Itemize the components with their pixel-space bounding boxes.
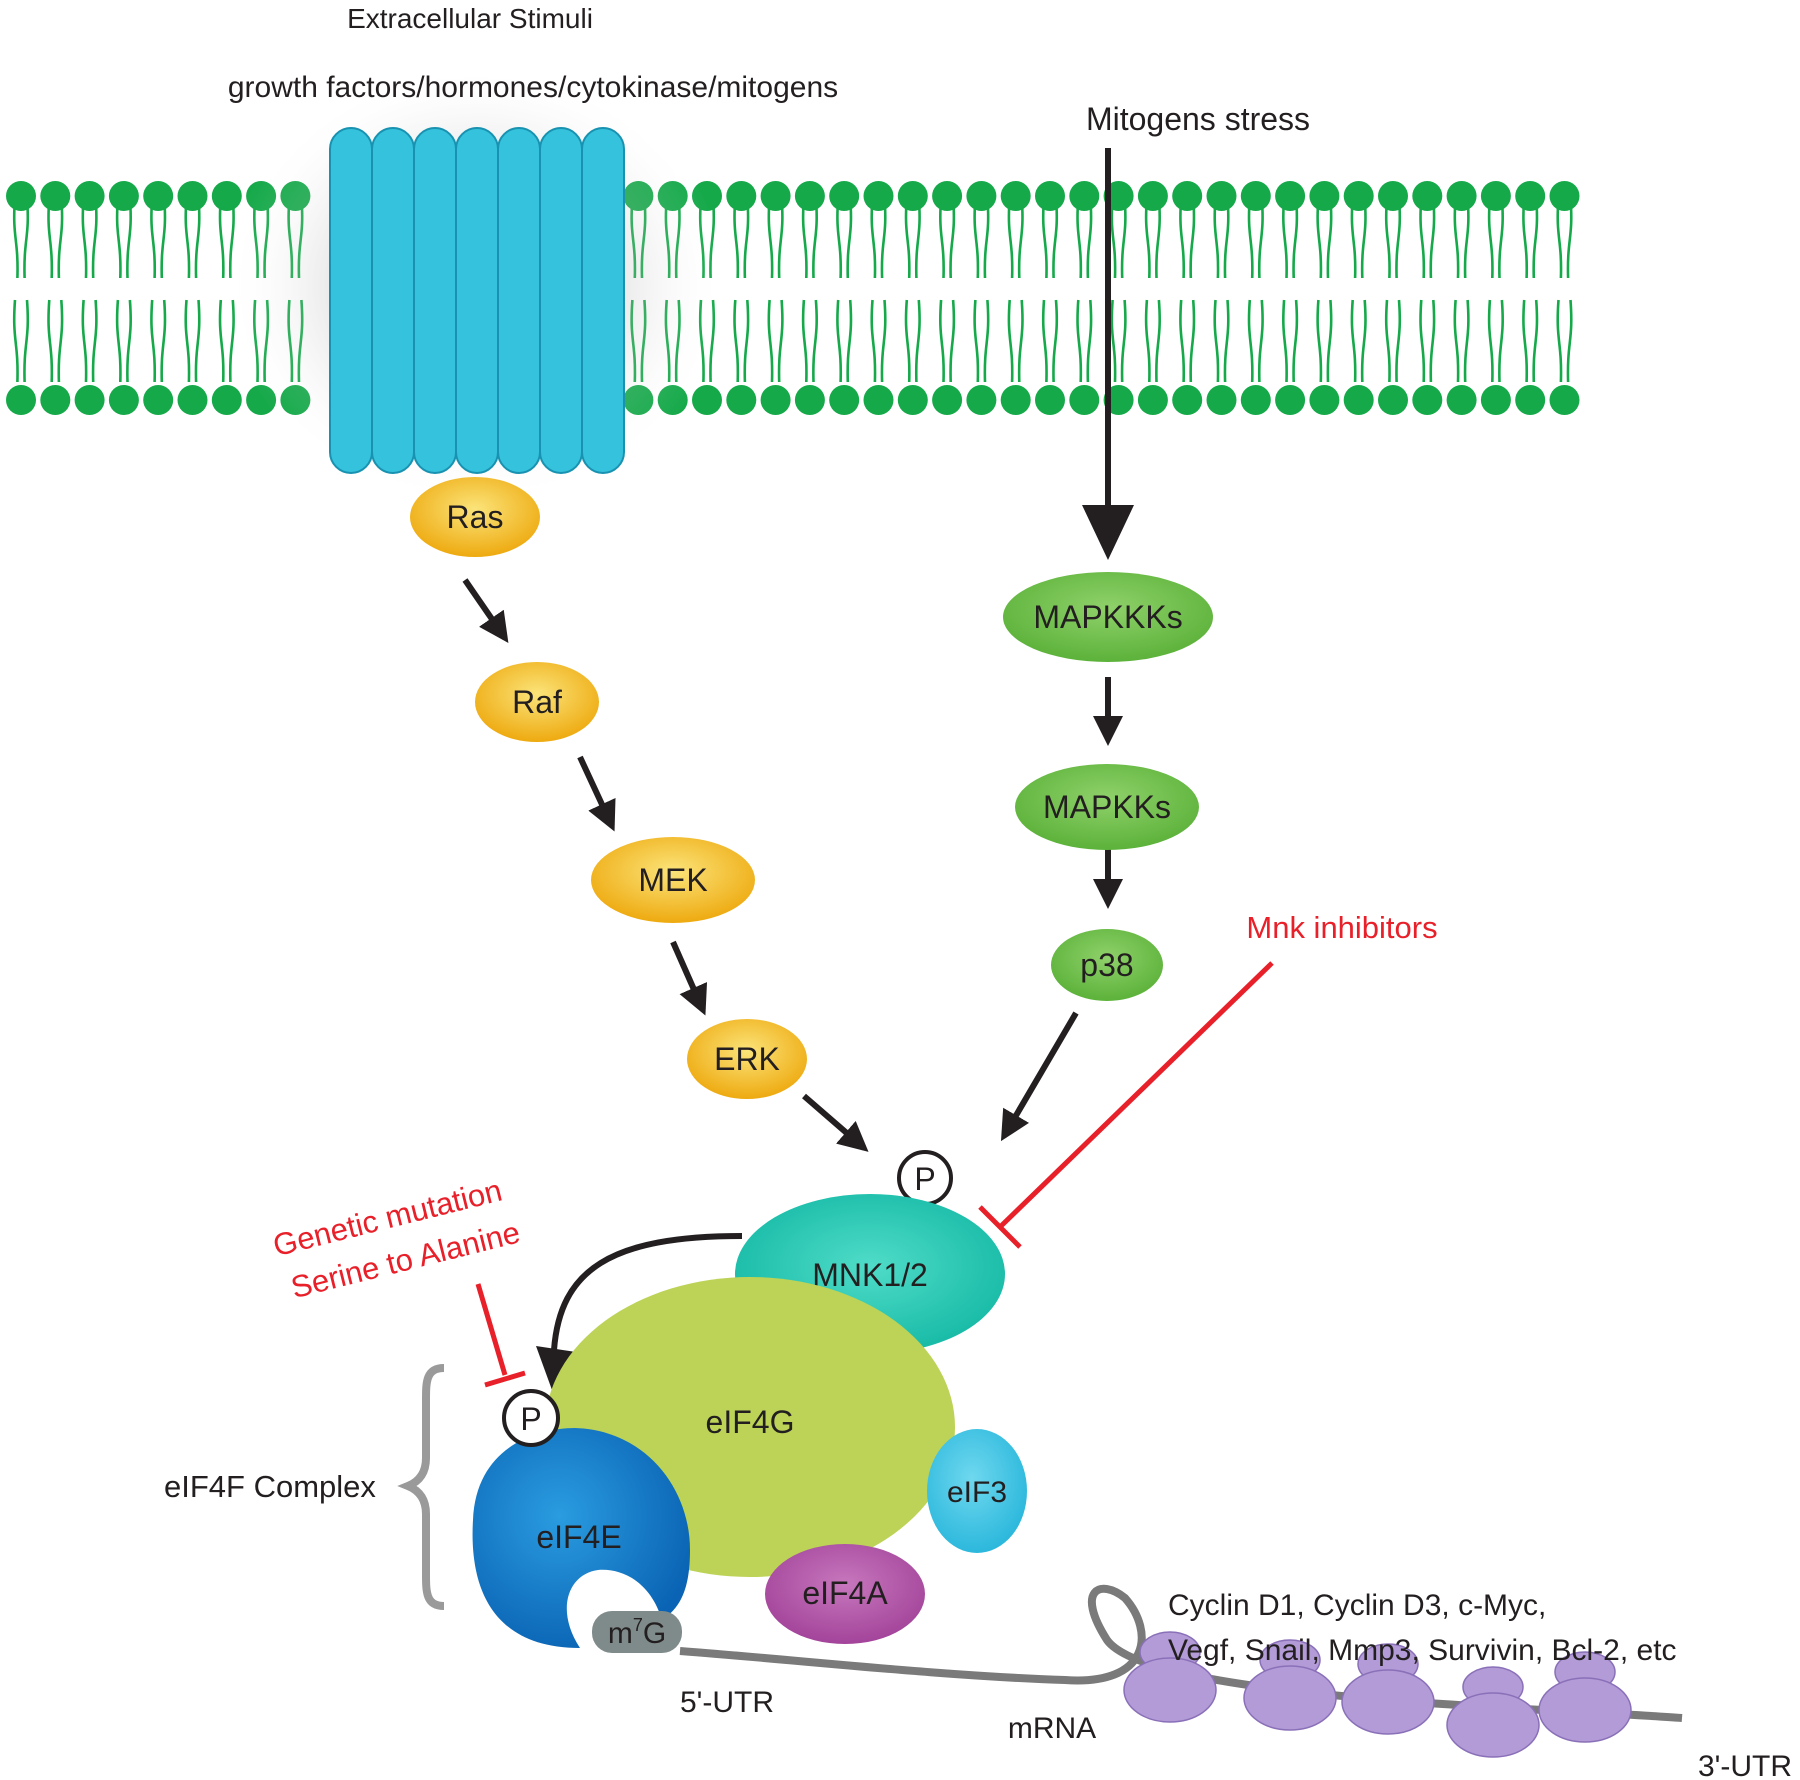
- lipid: [1343, 181, 1374, 415]
- complex-label: eIF4F Complex: [164, 1469, 376, 1504]
- lipid: [829, 181, 860, 415]
- membrane-receptor: [329, 127, 625, 474]
- lipid: [1103, 181, 1134, 415]
- node-ras: Ras: [410, 477, 540, 557]
- node-eif4a: eIF4A: [765, 1544, 925, 1644]
- node-raf: Raf: [475, 662, 599, 742]
- stress-label: Mitogens stress: [1086, 101, 1310, 137]
- cell-membrane: [6, 181, 1580, 415]
- lipid: [1480, 181, 1511, 415]
- lipid: [1412, 181, 1443, 415]
- ribosome: [1243, 1639, 1337, 1731]
- lipid: [177, 181, 208, 415]
- node-mapkks: MAPKKs: [1015, 764, 1199, 850]
- svg-text:Raf: Raf: [512, 684, 562, 720]
- targets-line2: Vegf, Snail, Mmp3, Survivin, Bcl-2, etc: [1168, 1634, 1677, 1667]
- svg-text:MEK: MEK: [638, 862, 707, 898]
- mnk-inhibitors-label: Mnk inhibitors: [1246, 910, 1437, 945]
- svg-text:m7G: m7G: [608, 1615, 666, 1650]
- mnk-to-eif4e-arrowhead: [536, 1346, 576, 1390]
- svg-text:P: P: [520, 1401, 541, 1437]
- lipid: [897, 181, 928, 415]
- receptor-helix: [497, 127, 541, 474]
- mutation-inhibition-line: [475, 1283, 526, 1388]
- svg-text:eIF3: eIF3: [947, 1476, 1007, 1509]
- ribosomes: [1123, 1631, 1632, 1758]
- lipid: [726, 181, 757, 415]
- stress-arrow: [1082, 148, 1134, 560]
- ribosome: [1123, 1631, 1217, 1723]
- ras-pathway-arrows: [462, 578, 869, 1152]
- svg-text:MAPKKs: MAPKKs: [1043, 789, 1171, 825]
- lipid: [1069, 181, 1100, 415]
- lipid: [1378, 181, 1408, 415]
- svg-text:P: P: [914, 1161, 935, 1197]
- lipid: [1515, 181, 1546, 415]
- node-eif3: eIF3: [927, 1429, 1027, 1553]
- stimuli-title: Extracellular Stimuli: [347, 3, 593, 34]
- lipid: [760, 181, 791, 415]
- node-eif4e: eIF4E: [472, 1428, 690, 1648]
- lipid: [863, 181, 894, 415]
- receptor-helix: [455, 127, 499, 474]
- lipid: [1172, 181, 1203, 415]
- lipid: [1035, 181, 1065, 415]
- node-mek: MEK: [591, 837, 755, 923]
- lipid: [1309, 181, 1340, 415]
- lipid: [1206, 181, 1237, 415]
- ribosome: [1538, 1651, 1632, 1743]
- mnk-phospho-badge: P: [897, 1150, 953, 1206]
- svg-text:p38: p38: [1080, 947, 1133, 983]
- lipid: [1446, 181, 1477, 415]
- lipid: [1137, 181, 1168, 415]
- receptor-helix: [329, 127, 373, 474]
- receptor-helix: [371, 127, 415, 474]
- targets-line1: Cyclin D1, Cyclin D3, c-Myc,: [1168, 1589, 1546, 1622]
- svg-text:MAPKKKs: MAPKKKs: [1033, 599, 1182, 635]
- lipid: [74, 181, 105, 415]
- svg-text:eIF4A: eIF4A: [802, 1575, 888, 1611]
- ribosome: [1341, 1643, 1435, 1735]
- m7g-cap: m7G: [592, 1611, 682, 1653]
- complex-bracket: [397, 1364, 445, 1610]
- lipid: [1549, 181, 1580, 415]
- node-p38: p38: [1051, 929, 1163, 1001]
- receptor-helix: [539, 127, 583, 474]
- utr5-label: 5'-UTR: [680, 1686, 774, 1719]
- lipid: [143, 181, 174, 415]
- svg-text:ERK: ERK: [714, 1041, 780, 1077]
- utr3-label: 3'-UTR: [1698, 1750, 1792, 1780]
- lipid: [1275, 181, 1306, 415]
- lipid: [6, 181, 36, 415]
- lipid: [1240, 181, 1271, 415]
- node-mapkkks: MAPKKKs: [1003, 572, 1213, 662]
- svg-text:eIF4G: eIF4G: [706, 1404, 795, 1440]
- lipid: [108, 181, 139, 415]
- ribosome: [1446, 1666, 1540, 1758]
- mnk-to-eif4e-arrow: [551, 1233, 743, 1351]
- svg-text:MNK1/2: MNK1/2: [812, 1257, 928, 1293]
- receptor-helix: [413, 127, 457, 474]
- svg-text:eIF4E: eIF4E: [536, 1519, 621, 1555]
- eif4e-phospho-badge: P: [502, 1389, 560, 1447]
- lipid: [794, 181, 825, 415]
- lipid: [966, 181, 997, 415]
- stimuli-subtitle: growth factors/hormones/cytokinase/mitog…: [228, 71, 838, 104]
- lipid: [932, 181, 963, 415]
- p38-pathway-arrows: [1000, 677, 1123, 1142]
- lipid: [40, 181, 71, 415]
- node-erk: ERK: [687, 1019, 807, 1099]
- svg-text:Ras: Ras: [447, 499, 504, 535]
- mrna-label: mRNA: [1008, 1712, 1096, 1745]
- receptor-helix: [581, 127, 625, 474]
- lipid: [1000, 181, 1031, 415]
- mnk-inhibition-line: [978, 961, 1274, 1249]
